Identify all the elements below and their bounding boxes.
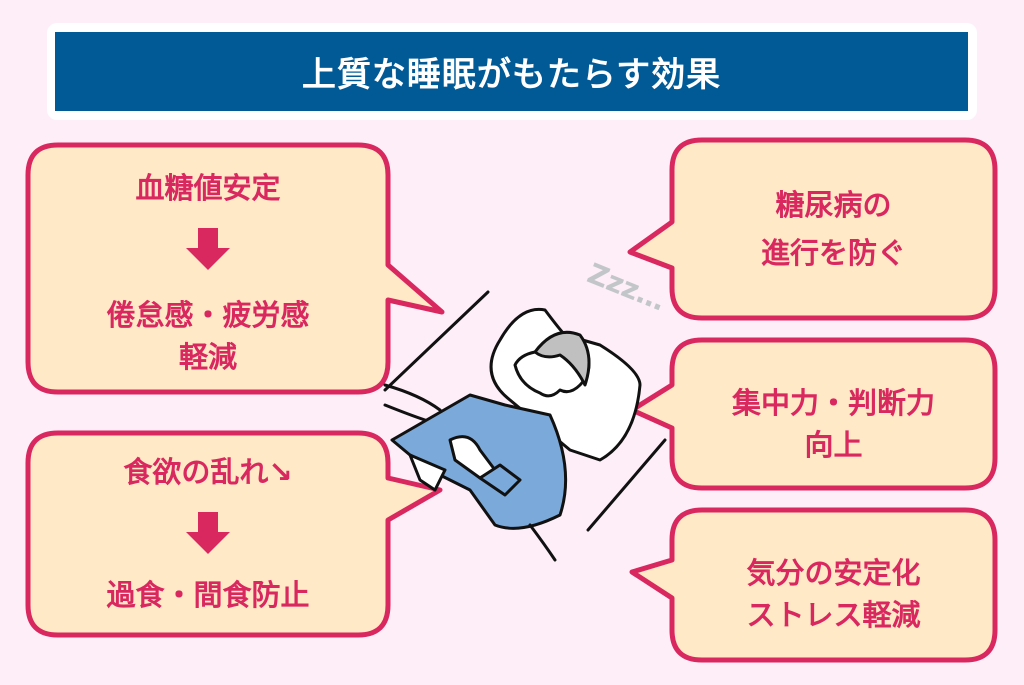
- effect-fatigue-line2: 軽減: [178, 340, 237, 374]
- effect-mood-line2: ストレス軽減: [746, 598, 921, 632]
- effect-appetite: 食欲の乱れ↘: [123, 455, 293, 489]
- speech-bubble-diabetes: [627, 137, 998, 321]
- effect-overeating-prevention: 過食・間食防止: [106, 578, 310, 612]
- effect-blood-sugar-stable: 血糖値安定: [135, 171, 281, 205]
- zzz-sleep-sound: Zzz…: [583, 257, 670, 318]
- effect-fatigue-line1: 倦怠感・疲労感: [106, 298, 310, 332]
- speech-bubble-blood-sugar: [25, 142, 445, 395]
- speech-bubble-mood: [629, 507, 998, 663]
- effect-focus-line2: 向上: [804, 428, 863, 462]
- effect-focus-line1: 集中力・判断力: [731, 386, 935, 420]
- effect-mood-line1: 気分の安定化: [746, 556, 921, 590]
- effect-diabetes-line2: 進行を防ぐ: [760, 236, 906, 270]
- hair: [533, 330, 591, 387]
- speech-bubble-appetite: [25, 430, 443, 638]
- speech-bubble-focus: [629, 337, 998, 491]
- page-title: 上質な睡眠がもたらす効果: [55, 32, 968, 111]
- sleeping-person-icon: [383, 290, 667, 562]
- effect-diabetes-line1: 糖尿病の: [775, 188, 892, 222]
